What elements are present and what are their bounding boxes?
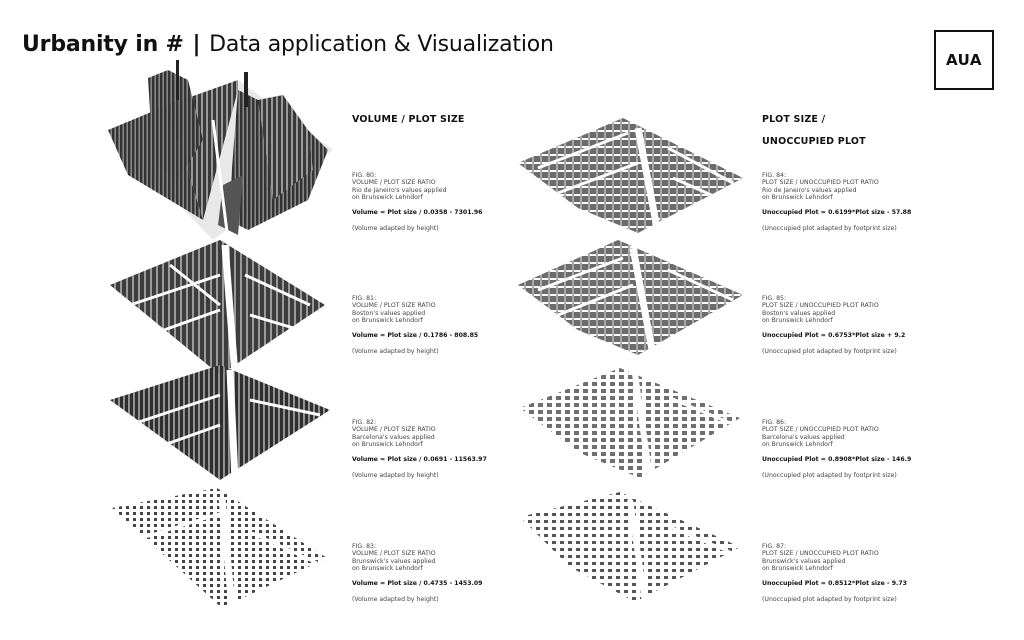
fig82-formula: Volume = Plot size / 0.0691 - 11563.97: [352, 455, 487, 463]
fig86-caption: FIG. 86: PLOT SIZE / UNOCCUPIED PLOT RAT…: [762, 419, 932, 479]
fig80-note: (Volume adapted by height): [352, 225, 439, 233]
fig87-formula: Unoccupied Plot = 0.8512*Plot size - 9.7…: [762, 579, 907, 587]
fig85-line2: Boston's values applied: [762, 309, 836, 317]
fig87-image: [520, 492, 740, 602]
fig80-label: FIG. 80:: [352, 172, 377, 179]
fig87-line1: PLOT SIZE / UNOCCUPIED PLOT RATIO: [762, 550, 879, 558]
fig83-line2: Brunswick's values applied: [352, 557, 436, 565]
fig87-line2: Brunswick's values applied: [762, 557, 846, 565]
fig80-line3: on Brunswick Lehndorf: [352, 194, 423, 202]
brunswick-volume-model-icon: [112, 488, 327, 608]
fig87-note: (Unoccupied plot adapted by footprint si…: [762, 596, 897, 604]
barcelona-volume-model-icon: [110, 365, 330, 480]
fig80-formula: Volume = Plot size / 0.0358 - 7301.96: [352, 208, 483, 216]
fig83-formula: Volume = Plot size / 0.4735 - 1453.09: [352, 579, 483, 587]
fig82-line2: Barcelona's values applied: [352, 433, 435, 441]
fig85-note: (Unoccupied plot adapted by footprint si…: [762, 348, 897, 356]
rio-unoccupied-map-icon: [518, 118, 743, 233]
fig83-image: [112, 488, 327, 608]
fig86-formula: Unoccupied Plot = 0.8908*Plot size - 146…: [762, 455, 912, 463]
fig85-line3: on Brunswick Lehndorf: [762, 317, 833, 325]
fig82-label: FIG. 82:: [352, 419, 377, 426]
fig84-note: (Unoccupied plot adapted by footprint si…: [762, 225, 897, 233]
rio-volume-model-icon: [108, 60, 333, 240]
fig82-image: [110, 365, 330, 480]
title-subtitle: Data application & Visualization: [209, 32, 554, 57]
fig82-caption: FIG. 82: VOLUME / PLOT SIZE RATIO Barcel…: [352, 419, 522, 479]
fig84-caption: FIG. 84: PLOT SIZE / UNOCCUPIED PLOT RAT…: [762, 172, 932, 232]
fig86-label: FIG. 86:: [762, 419, 787, 426]
fig85-label: FIG. 85:: [762, 295, 787, 302]
boston-unoccupied-map-icon: [518, 240, 743, 355]
aua-logo: AUA: [934, 30, 994, 90]
fig87-line3: on Brunswick Lehndorf: [762, 565, 833, 573]
unoccupied-heading-line2: UNOCCUPIED PLOT: [762, 136, 866, 147]
volume-plot-size-heading: VOLUME / PLOT SIZE: [352, 109, 465, 131]
title-separator: |: [192, 32, 201, 57]
fig84-line1: PLOT SIZE / UNOCCUPIED PLOT RATIO: [762, 179, 879, 187]
fig83-line3: on Brunswick Lehndorf: [352, 565, 423, 573]
fig87-label: FIG. 87:: [762, 543, 787, 550]
fig81-line2: Boston's values applied: [352, 309, 426, 317]
fig85-formula: Unoccupied Plot = 0.6753*Plot size + 9.2: [762, 331, 906, 339]
fig81-caption: FIG. 81: VOLUME / PLOT SIZE RATIO Boston…: [352, 295, 522, 355]
fig86-note: (Unoccupied plot adapted by footprint si…: [762, 472, 897, 480]
fig86-image: [520, 368, 740, 478]
page-title: Urbanity in # | Data application & Visua…: [22, 32, 554, 57]
fig85-line1: PLOT SIZE / UNOCCUPIED PLOT RATIO: [762, 302, 879, 310]
fig81-note: (Volume adapted by height): [352, 348, 439, 356]
fig84-line3: on Brunswick Lehndorf: [762, 194, 833, 202]
fig83-label: FIG. 83:: [352, 543, 377, 550]
fig80-line2: Rio de Janeiro's values applied: [352, 186, 447, 194]
fig86-line1: PLOT SIZE / UNOCCUPIED PLOT RATIO: [762, 426, 879, 434]
fig81-image: [110, 235, 325, 375]
fig85-caption: FIG. 85: PLOT SIZE / UNOCCUPIED PLOT RAT…: [762, 295, 932, 355]
fig81-label: FIG. 81:: [352, 295, 377, 302]
fig83-note: (Volume adapted by height): [352, 596, 439, 604]
fig84-label: FIG. 84:: [762, 172, 787, 179]
fig82-line1: VOLUME / PLOT SIZE RATIO: [352, 426, 436, 434]
fig82-line3: on Brunswick Lehndorf: [352, 441, 423, 449]
plot-size-unoccupied-heading: PLOT SIZE / UNOCCUPIED PLOT: [762, 109, 866, 153]
fig80-image: [108, 60, 333, 240]
unoccupied-heading-line1: PLOT SIZE /: [762, 114, 826, 125]
fig84-image: [518, 108, 743, 233]
fig83-line1: VOLUME / PLOT SIZE RATIO: [352, 550, 436, 558]
logo-text: AUA: [946, 51, 982, 69]
fig85-image: [518, 240, 743, 355]
volume-heading-text: VOLUME / PLOT SIZE: [352, 114, 465, 125]
barcelona-unoccupied-map-icon: [520, 368, 740, 478]
fig82-note: (Volume adapted by height): [352, 472, 439, 480]
brunswick-unoccupied-map-icon: [520, 492, 740, 602]
fig86-line3: on Brunswick Lehndorf: [762, 441, 833, 449]
boston-volume-model-icon: [110, 240, 325, 375]
fig81-formula: Volume = Plot size / 0.1786 - 808.85: [352, 331, 479, 339]
fig83-caption: FIG. 83: VOLUME / PLOT SIZE RATIO Brunsw…: [352, 543, 522, 603]
title-bold: Urbanity in #: [22, 32, 184, 57]
fig86-line2: Barcelona's values applied: [762, 433, 845, 441]
fig80-caption: FIG. 80: VOLUME / PLOT SIZE RATIO Rio de…: [352, 172, 522, 232]
fig84-formula: Unoccupied Plot = 0.6199*Plot size - 57.…: [762, 208, 912, 216]
fig80-line1: VOLUME / PLOT SIZE RATIO: [352, 179, 436, 187]
fig81-line1: VOLUME / PLOT SIZE RATIO: [352, 302, 436, 310]
fig87-caption: FIG. 87: PLOT SIZE / UNOCCUPIED PLOT RAT…: [762, 543, 932, 603]
fig84-line2: Rio de Janeiro's values applied: [762, 186, 857, 194]
fig81-line3: on Brunswick Lehndorf: [352, 317, 423, 325]
